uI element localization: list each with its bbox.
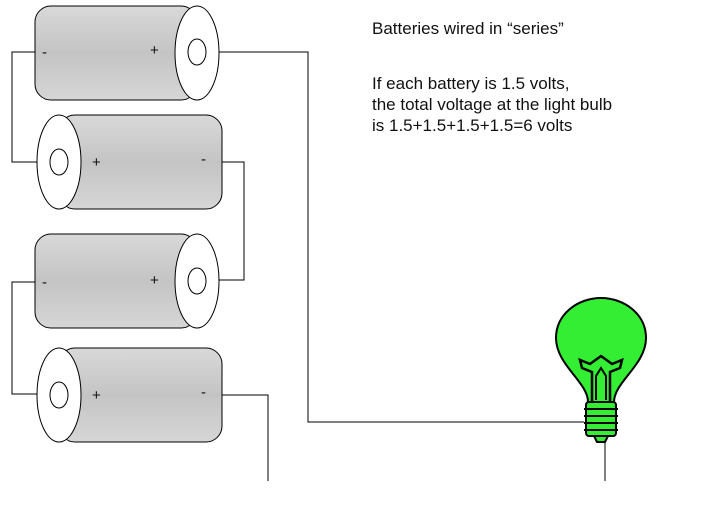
diagram-heading: Batteries wired in “series” — [372, 19, 564, 38]
light-bulb-glass — [554, 296, 648, 403]
light-bulb-filament — [578, 354, 624, 402]
wire-b1-plus-to-bulb — [210, 51, 584, 423]
battery-4-body — [58, 347, 223, 443]
battery-4-minus-label: - — [201, 384, 206, 401]
battery-3-plus-label: + — [150, 272, 159, 289]
wire-b2-minus-to-b3-plus — [208, 161, 245, 281]
battery-1-terminal — [187, 38, 207, 66]
light-bulb-tip — [592, 435, 610, 443]
light-bulb-icon — [554, 296, 648, 443]
battery-3-terminal — [187, 267, 207, 295]
battery-3: - + — [34, 233, 220, 329]
battery-1-minus-label: - — [42, 44, 47, 61]
light-bulb-filament-inner — [595, 366, 607, 400]
wire-b1-minus-to-b2-plus — [11, 51, 37, 163]
battery-4-plus-label: + — [92, 387, 101, 404]
battery-4-terminal — [49, 381, 69, 409]
battery-2-plus-label: + — [92, 154, 101, 171]
battery-2-minus-label: - — [201, 151, 206, 168]
battery-1-body — [34, 5, 198, 101]
battery-3-minus-label: - — [42, 274, 47, 291]
battery-2-body — [58, 114, 223, 210]
explanation-line-2: the total voltage at the light bulb — [372, 95, 613, 114]
battery-2-terminal — [49, 148, 69, 176]
battery-1: - + — [34, 5, 220, 101]
wires — [11, 51, 606, 481]
battery-2: + - — [36, 114, 223, 210]
wire-b3-minus-to-b4-plus — [11, 281, 37, 395]
battery-1-plus-label: + — [150, 42, 159, 59]
battery-3-body — [34, 233, 198, 329]
explanation-line-3: is 1.5+1.5+1.5+1.5=6 volts — [372, 116, 573, 135]
explanation-line-1: If each battery is 1.5 volts, — [372, 74, 570, 93]
battery-4: + - — [36, 347, 223, 443]
wire-b4-minus-lead — [222, 394, 269, 481]
